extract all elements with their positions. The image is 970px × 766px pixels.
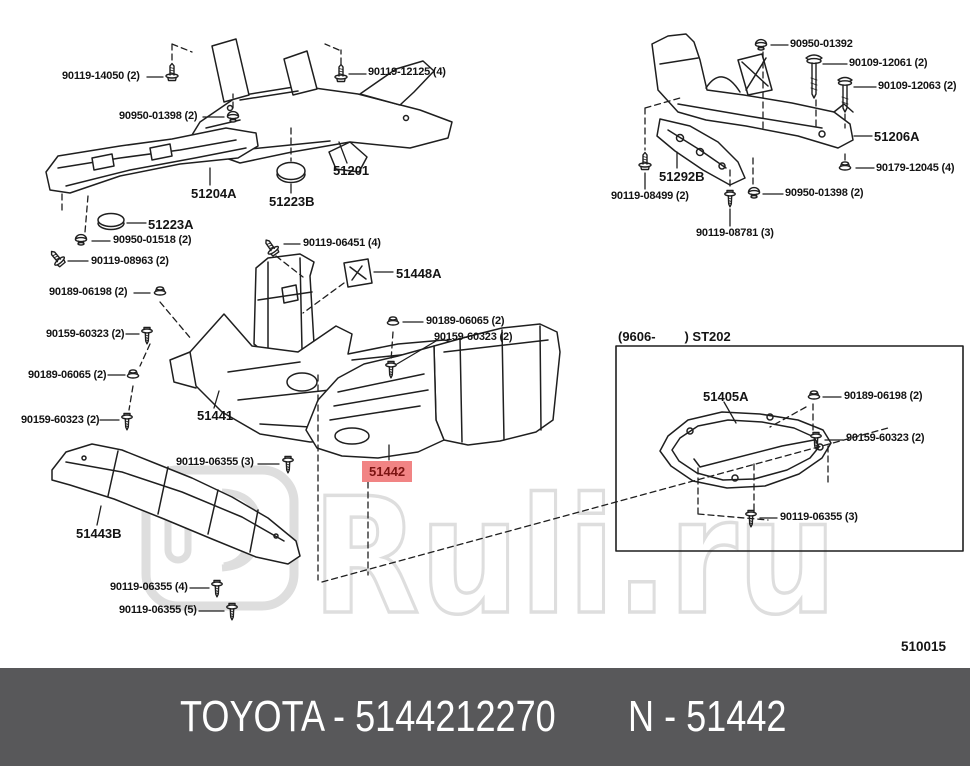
nut-icon xyxy=(807,390,821,400)
part-label-90119-06355-3b: 90119-06355 (3) xyxy=(780,511,858,523)
screw-icon xyxy=(211,579,223,598)
part-label-51292b: 51292B xyxy=(659,169,705,184)
inset-under-cover-51405a-art xyxy=(659,411,832,489)
diagram-code: 510015 xyxy=(901,639,947,654)
part-label-90119-14050: 90119-14050 (2) xyxy=(62,70,140,82)
cushion-51223b-art xyxy=(276,161,306,184)
inset-caption: (9606- ) ST202 xyxy=(618,329,731,344)
screw-icon xyxy=(141,326,153,345)
screw-icon xyxy=(121,412,133,431)
part-label-90189-06065-b: 90189-06065 (2) xyxy=(426,315,505,327)
part-label-90189-06198-a: 90189-06198 (2) xyxy=(49,286,128,298)
inset-box xyxy=(615,345,964,552)
part-label-90109-12061: 90109-12061 (2) xyxy=(849,57,928,69)
screw-icon xyxy=(282,455,294,474)
bolt-icon xyxy=(260,235,282,259)
nut-icon xyxy=(126,369,140,379)
center-brace-51204a-art xyxy=(45,127,259,194)
part-label-90159-60323-c: 90159-60323 (2) xyxy=(434,331,513,343)
part-label-90159-60323-a: 90159-60323 (2) xyxy=(46,328,125,340)
retainer-plate-51448a-art xyxy=(343,258,373,288)
part-label-90159-60323-b: 90159-60323 (2) xyxy=(21,414,100,426)
watermark-text: Ruli.ru xyxy=(312,463,837,650)
cushion-51223a-art xyxy=(97,212,125,231)
part-label-51204a: 51204A xyxy=(191,186,237,201)
part-label-51201: 51201 xyxy=(333,163,370,178)
part-label-51448a: 51448A xyxy=(396,266,442,281)
part-label-90119-06355-3a: 90119-06355 (3) xyxy=(176,456,254,468)
footer-part-number: TOYOTA - 5144212270 xyxy=(180,692,556,741)
part-label-90119-08499: 90119-08499 (2) xyxy=(611,190,689,202)
nut-icon xyxy=(386,316,400,326)
screw-icon xyxy=(226,602,238,621)
part-label-51223b: 51223B xyxy=(269,194,315,209)
grommet-icon xyxy=(747,186,761,199)
part-label-90109-12063: 90109-12063 (2) xyxy=(878,80,957,92)
part-label-90950-01398-b: 90950-01398 (2) xyxy=(785,187,864,199)
assembly-dashed-lines xyxy=(61,43,889,583)
long-bolt-icon xyxy=(837,76,853,113)
bolt-icon xyxy=(638,151,652,171)
long-bolt-icon xyxy=(805,54,823,99)
nut-icon xyxy=(838,161,852,171)
part-label-90950-01518: 90950-01518 (2) xyxy=(113,234,192,246)
footer-part-short: N - 51442 xyxy=(628,692,787,741)
bracket-51292b-art xyxy=(656,118,746,186)
part-label-90189-06065-a: 90189-06065 (2) xyxy=(28,369,107,381)
fastener-icons xyxy=(46,38,853,621)
part-label-90119-12125: 90119-12125 (4) xyxy=(368,66,446,78)
bolt-icon xyxy=(46,246,68,270)
part-label-51441: 51441 xyxy=(197,408,234,423)
part-label-90119-08963: 90119-08963 (2) xyxy=(91,255,169,267)
part-label-90119-06355-5: 90119-06355 (5) xyxy=(119,604,197,616)
part-label-90119-06451: 90119-06451 (4) xyxy=(303,237,381,249)
part-label-90119-06355-4: 90119-06355 (4) xyxy=(110,581,188,593)
part-label-90950-01398-a: 90950-01398 (2) xyxy=(119,110,198,122)
part-label-51223a: 51223A xyxy=(148,217,194,232)
screw-icon xyxy=(724,189,736,208)
bolt-icon xyxy=(165,62,179,82)
part-label-51443b: 51443B xyxy=(76,526,122,541)
part-label-90189-06198-b: 90189-06198 (2) xyxy=(844,390,923,402)
bolt-icon xyxy=(334,63,348,83)
part-label-90159-60323-d: 90159-60323 (2) xyxy=(846,432,925,444)
leader-lines xyxy=(67,44,877,612)
part-label-90179-12045: 90179-12045 (4) xyxy=(876,162,955,174)
engine-under-cover-rh-51442-art xyxy=(305,323,561,459)
grommet-icon xyxy=(74,233,88,246)
footer-bar: TOYOTA - 5144212270 N - 51442 xyxy=(0,668,970,766)
part-label-51206a: 51206A xyxy=(874,129,920,144)
part-label-51405a: 51405A xyxy=(703,389,749,404)
front-lower-cover-51443b-art xyxy=(51,443,301,565)
nut-icon xyxy=(153,286,167,296)
part-label-90950-01392: 90950-01392 xyxy=(790,38,853,50)
grommet-icon xyxy=(754,38,768,51)
highlighted-part-label-51442[interactable]: 51442 xyxy=(362,461,413,482)
part-label-90119-08781: 90119-08781 (3) xyxy=(696,227,774,239)
